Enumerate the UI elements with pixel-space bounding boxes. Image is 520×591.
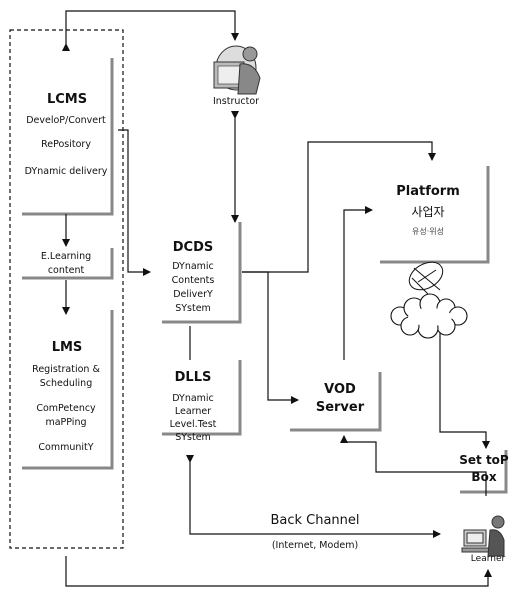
lms-title: LMS [22,340,112,355]
arrow-bottom-loop [66,556,488,586]
dlls-title: DLLS [158,370,228,385]
lms-item-competency: ComPetency [14,402,118,416]
dlls-line-3: Level.Test [150,418,236,432]
lms-item-mapping: maPPing [14,416,118,430]
instructor-icon [214,46,260,94]
lcms-item-develop: DeveloP/Convert [14,112,118,129]
dcds-line-1: DYnamic [150,260,236,274]
platform-subtitle: 사업자 [378,203,478,220]
lcms-title: LCMS [22,92,112,107]
elearning-line-1: E.Learning [14,250,118,263]
back-channel-label: Back Channel [250,513,380,528]
platform-title: Platform [378,184,478,199]
lms-item-scheduling: Scheduling [14,377,118,391]
settop-line-1: Set toP [452,452,516,469]
learner-icon [462,516,504,556]
dcds-line-2: Contents [150,274,236,288]
arrow-platform-to-settop [440,330,486,448]
platform-note: 유성·위성 [378,226,478,237]
lcms-item-delivery: DYnamic delivery [14,163,118,180]
arrow-top-to-instructor [66,11,235,44]
dcds-title: DCDS [158,240,228,255]
dlls-line-1: DYnamic [150,392,236,406]
dlls-line-2: Learner [150,405,236,419]
vod-line-2: Server [300,399,380,417]
lms-item-registration: Registration & [14,363,118,377]
dcds-line-4: SYstem [150,302,236,316]
vod-line-1: VOD [300,381,380,399]
dlls-line-4: SYstem [150,431,236,445]
arrow-dcds-to-vod [242,272,298,400]
instructor-label: Instructor [200,93,272,110]
lcms-item-repository: RePository [14,136,118,153]
elearning-line-2: content [14,264,118,277]
arrow-vod-to-platform [344,210,372,360]
settop-line-2: Box [452,469,516,486]
learner-label: Learner [460,554,516,564]
dcds-line-3: DeliverY [150,288,236,302]
back-channel-sub: (Internet, Modem) [250,540,380,551]
network-cloud-icon [391,294,467,338]
lms-item-community: CommunitY [14,441,118,455]
